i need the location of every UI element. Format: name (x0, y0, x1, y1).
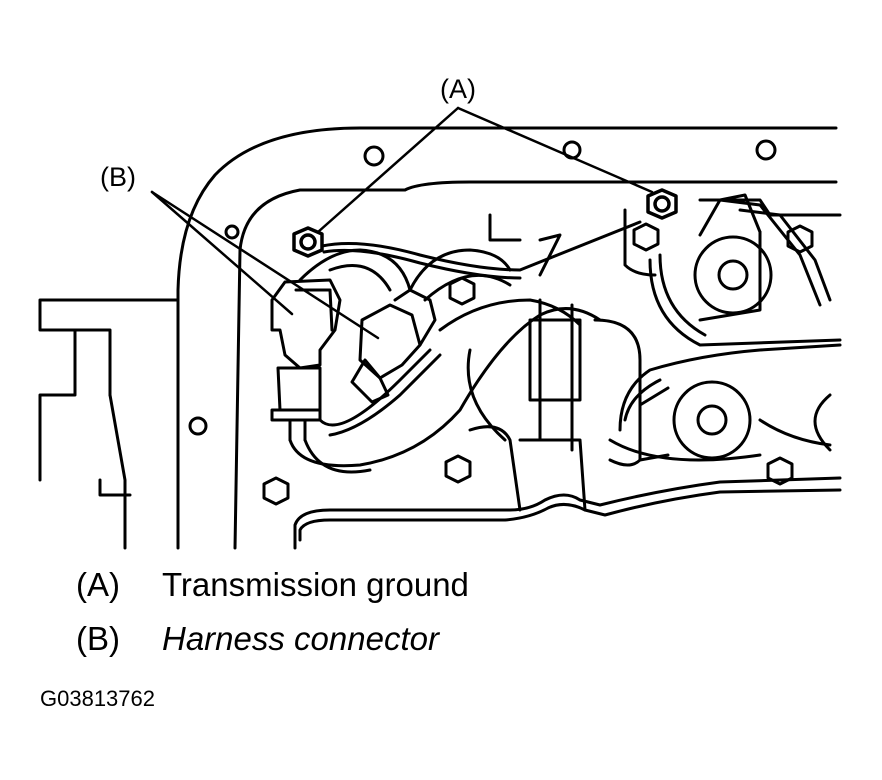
ground-terminal-a1 (292, 226, 324, 258)
ground-terminal-a2 (646, 188, 678, 220)
valve-body-plate (293, 476, 842, 550)
legend-row-a: (A) Transmission ground (76, 568, 469, 601)
bolt-heads (262, 222, 814, 506)
legend-row-b: (B) Harness connector (76, 622, 439, 655)
leader-lines (150, 106, 654, 340)
legend-key-b: (B) (76, 620, 120, 657)
legend-text-b: Harness connector (162, 620, 439, 657)
legend-key-a: (A) (76, 566, 120, 603)
transmission-illustration (38, 106, 842, 550)
figure-id: G03813762 (40, 686, 155, 711)
callout-b: (B) (100, 162, 136, 192)
callout-a: (A) (440, 74, 476, 104)
housing-outline (176, 126, 838, 550)
wire-harness (288, 307, 602, 468)
legend-text-a: Transmission ground (162, 566, 469, 603)
housing-inner-rim (233, 180, 838, 550)
solenoid-2 (672, 380, 752, 460)
